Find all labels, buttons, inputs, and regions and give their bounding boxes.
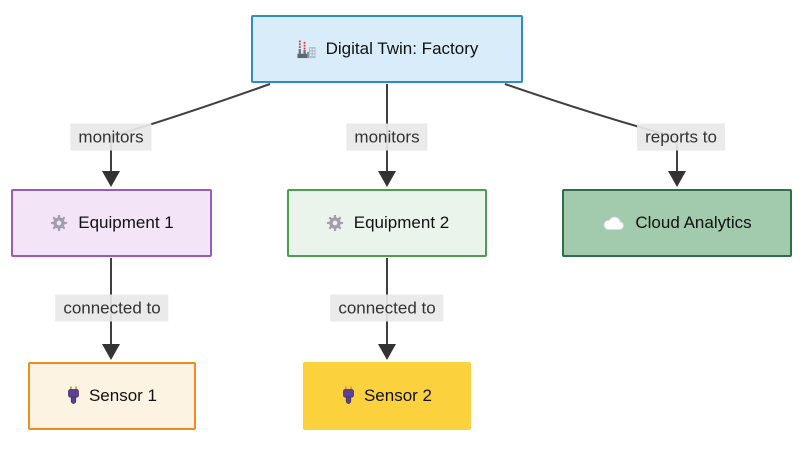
edge-label-monitors-2: monitors [346,123,428,151]
plug-icon [67,386,80,406]
gear-icon [49,213,69,233]
node-label: Equipment 2 [353,213,450,232]
node-label: Sensor 1 [88,386,158,405]
node-digital-twin-factory: Digital Twin: Factory [251,15,523,83]
arrowhead-sensor1 [102,344,120,360]
edge-label-connected-to-1: connected to [55,294,169,322]
node-equipment-1: Equipment 1 [11,189,212,257]
arrowhead-sensor2 [378,344,396,360]
edge-label-monitors-1: monitors [70,123,152,151]
arrowhead-equipment2 [378,171,396,187]
edge-label-reports-to: reports to [637,123,725,151]
node-cloud-analytics: Cloud Analytics [562,189,792,257]
factory-icon [296,39,317,59]
node-sensor-2: Sensor 2 [303,362,471,430]
node-equipment-2: Equipment 2 [287,189,487,257]
node-label: Cloud Analytics [635,213,752,232]
node-label: Sensor 2 [363,386,433,405]
node-label: Equipment 1 [78,213,174,232]
plug-icon [342,386,355,406]
cloud-icon [602,216,626,231]
node-sensor-1: Sensor 1 [28,362,196,430]
arrowhead-cloud [668,171,686,187]
node-label: Digital Twin: Factory [325,39,479,58]
edge-label-connected-to-2: connected to [330,294,444,322]
arrowhead-equipment1 [102,171,120,187]
gear-icon [325,213,345,233]
